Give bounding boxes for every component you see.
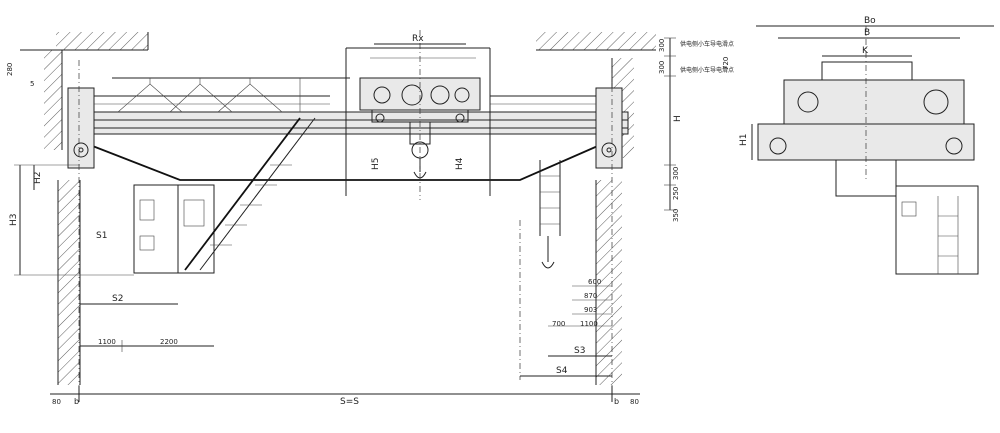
left-wall-upper xyxy=(44,50,63,150)
label-bo: Bo xyxy=(864,16,876,26)
right-ladder xyxy=(539,160,561,236)
num-80-left: 80 xyxy=(52,398,61,406)
num-700: 700 xyxy=(552,320,565,328)
label-s4: S4 xyxy=(556,366,568,376)
girder-handrail xyxy=(94,95,596,105)
num-870: 870 xyxy=(584,292,597,300)
span-dimension xyxy=(50,386,640,402)
label-b: B xyxy=(864,28,870,38)
label-s1: S1 xyxy=(96,231,107,241)
left-bottom-dims xyxy=(80,340,214,352)
stair-ladder xyxy=(184,117,316,271)
conductor-supports xyxy=(112,77,350,113)
right-ceiling-hatch xyxy=(536,32,656,51)
label-s2: S2 xyxy=(112,294,123,304)
label-h1: H1 xyxy=(739,134,749,147)
label-h3: H3 xyxy=(9,214,19,227)
left-end-carriage xyxy=(67,87,95,169)
note-1: 供电侧小车导电滑点 xyxy=(680,40,734,48)
label-s3: S3 xyxy=(574,346,585,356)
num-280: 280 xyxy=(6,63,14,76)
operator-cab xyxy=(133,184,215,274)
right-end-carriage xyxy=(595,87,623,169)
num-80-right: 80 xyxy=(630,398,639,406)
num-600: 600 xyxy=(588,278,601,286)
label-h2: H2 xyxy=(33,172,43,185)
height-dims-left xyxy=(14,164,134,276)
num-1100-left: 1100 xyxy=(98,338,116,346)
trolley-frame xyxy=(345,47,491,196)
auxiliary-hook xyxy=(541,236,555,269)
label-rx: Rx xyxy=(412,34,424,44)
num-903: 903 xyxy=(584,306,597,314)
label-h5: H5 xyxy=(371,158,381,171)
label-h4: H4 xyxy=(455,157,465,170)
left-column xyxy=(57,180,81,385)
num-720: 720 xyxy=(722,57,730,70)
height-dims-right xyxy=(664,37,676,211)
label-b-left: b xyxy=(74,397,79,406)
num-1100-right: 1100 xyxy=(580,320,598,328)
label-k: K xyxy=(862,46,869,56)
num-300-top: 300 xyxy=(658,39,666,52)
num-5: 5 xyxy=(30,80,34,88)
bridge-girder xyxy=(67,111,629,181)
label-b-right: b xyxy=(614,397,619,406)
num-250: 250 xyxy=(672,187,680,200)
label-h: H xyxy=(673,115,683,122)
right-dims xyxy=(520,285,612,377)
num-350: 350 xyxy=(672,209,680,222)
left-ceiling-hatch xyxy=(20,32,149,51)
side-view xyxy=(751,25,994,275)
label-s-eq: S=S xyxy=(340,397,359,407)
right-column xyxy=(595,180,622,385)
num-300-mid: 300 xyxy=(658,61,666,74)
note-2: 供电侧小车导电滑点 xyxy=(680,66,734,74)
num-300-right: 300 xyxy=(672,167,680,180)
num-2200: 2200 xyxy=(160,338,178,346)
